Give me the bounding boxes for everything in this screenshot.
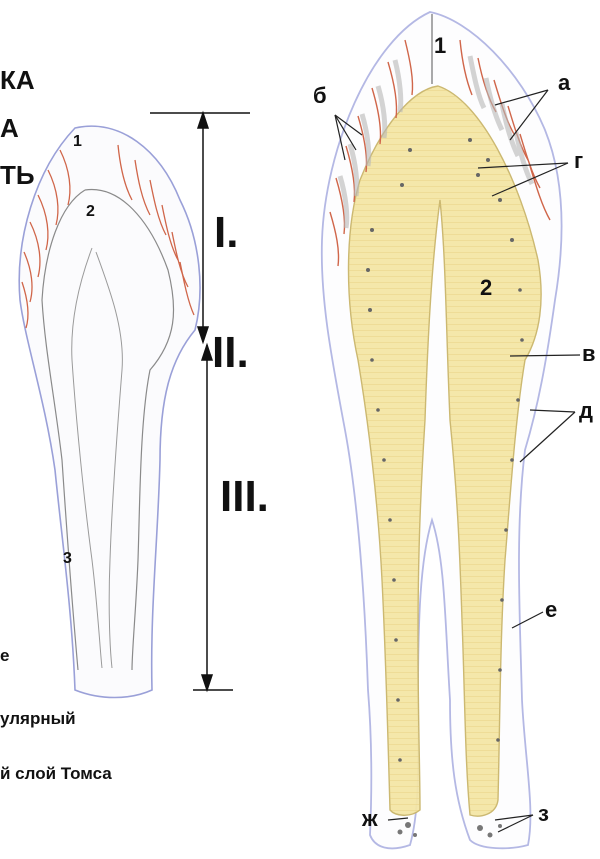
right-label-z: з [538, 801, 549, 827]
right-label-b: б [313, 83, 327, 109]
legend-fragment-2: улярный [0, 709, 76, 729]
legend-fragment-1: е [0, 646, 9, 666]
cut-text-line-2: А [0, 113, 19, 144]
right-label-a: а [558, 70, 570, 96]
right-label-zh: ж [362, 806, 378, 832]
zone-3-label: III. [220, 472, 269, 522]
left-tooth-outline [19, 126, 200, 697]
left-label-3: 3 [63, 550, 72, 568]
zone-1-arrowhead-top [198, 113, 208, 128]
zone-1-arrowhead-bottom [198, 327, 208, 342]
zone-3-arrowhead-top [202, 345, 212, 360]
zone-3-arrowhead-bottom [202, 675, 212, 690]
left-label-1: 1 [73, 133, 82, 151]
right-label-e: е [545, 597, 557, 623]
zone-2-label: II. [212, 328, 249, 378]
cut-text-line-1: КА [0, 65, 35, 96]
right-tooth-sketch [322, 12, 562, 848]
right-label-v: в [582, 341, 596, 367]
left-tooth-sketch [19, 126, 200, 697]
zone-1-label: I. [214, 208, 238, 258]
right-label-d: д [579, 398, 593, 424]
legend-fragment-3: й слой Томса [0, 764, 112, 784]
right-label-2: 2 [480, 275, 492, 301]
right-label-g: г [574, 148, 583, 174]
cut-text-line-3: ТЬ [0, 160, 35, 191]
left-label-2: 2 [86, 203, 95, 221]
right-label-1: 1 [434, 33, 446, 59]
